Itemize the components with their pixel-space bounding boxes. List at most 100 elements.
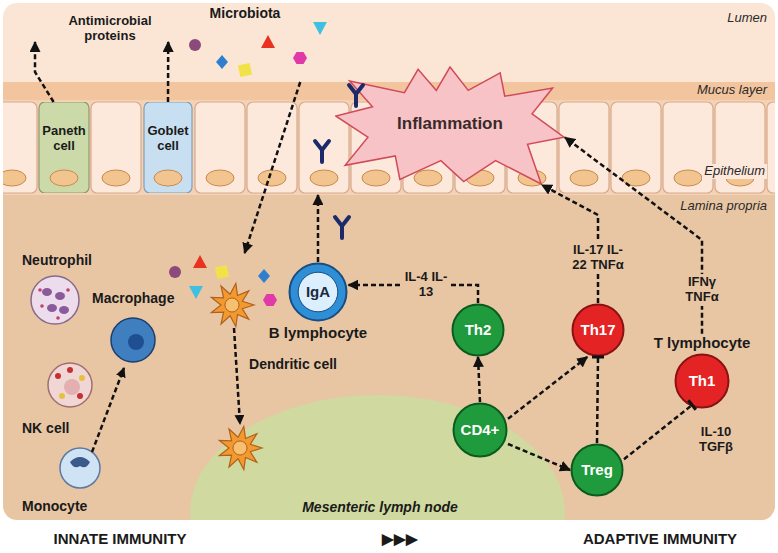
- node-label: IgA: [306, 283, 330, 300]
- progress-arrows: ▶▶▶: [382, 530, 418, 547]
- immune-cell: Th17: [571, 303, 625, 357]
- epithelial-cell: [767, 102, 775, 193]
- epithelial-cell: [663, 102, 713, 193]
- microbe-symbol: [261, 35, 275, 48]
- cell-nucleus: [414, 170, 442, 186]
- microbe-symbol: [193, 255, 207, 268]
- antibody-symbol: [315, 141, 329, 162]
- epithelial-cell: [559, 102, 609, 193]
- microbe-symbol: [189, 286, 203, 299]
- signal-arrow: [245, 82, 301, 253]
- node-label: Goblet cell: [143, 124, 193, 154]
- granule: [79, 375, 85, 381]
- immune-cell: Treg: [570, 443, 624, 497]
- microbe-symbol: [258, 269, 270, 283]
- cell-nucleus: [70, 457, 90, 467]
- epithelial-cell: [195, 102, 245, 193]
- cell-nucleus: [102, 170, 130, 186]
- monocyte-icon: [60, 448, 100, 488]
- granule: [59, 393, 65, 399]
- node-label: CD4+: [461, 421, 500, 438]
- cell-nucleus: [50, 170, 78, 186]
- cell-nucleus: [233, 441, 247, 455]
- epithelial-cell: [611, 102, 661, 193]
- cell-membrane: [454, 404, 507, 457]
- node-label: Treg: [581, 461, 613, 478]
- cell-name: Dendritic cell: [249, 356, 337, 372]
- epithelial-cell: [715, 102, 765, 193]
- cell-membrane: [453, 305, 504, 356]
- cell-nucleus: [298, 272, 338, 312]
- lymph-node-outline: [190, 395, 565, 520]
- microbe-symbol: [215, 265, 229, 279]
- cell-name: NK cell: [22, 420, 69, 436]
- cell-nucleus: [3, 170, 26, 186]
- node-label: Paneth cell: [38, 124, 90, 154]
- cell-name: Macrophage: [92, 290, 174, 306]
- inhibition-connector: [624, 405, 692, 459]
- node-label: Mesenteric lymph node: [302, 499, 458, 515]
- microbe-symbol: [293, 52, 307, 64]
- granule: [40, 304, 44, 308]
- migration-arrow: [92, 368, 124, 452]
- microbe-symbol: [169, 266, 181, 278]
- epithelial-cell: Goblet cell: [143, 102, 193, 193]
- cell-membrane: [572, 445, 623, 496]
- node-label: Th1: [689, 372, 716, 389]
- cytokine-label: IL-4 IL-13: [403, 269, 449, 301]
- cell-body: [39, 102, 89, 193]
- epithelial-cell: [91, 102, 141, 193]
- microbe-symbol: [238, 63, 252, 77]
- cell-nucleus: [225, 298, 239, 312]
- cell-membrane: [290, 264, 347, 321]
- cell-name: Monocyte: [22, 498, 87, 514]
- cell-membrane: [676, 355, 729, 408]
- callout-text: Antimicrobial proteins: [62, 14, 158, 44]
- immune-cell: IgAB lymphocyte: [268, 262, 369, 341]
- immune-cell: CD4+: [452, 402, 508, 458]
- cytokine-label: IFNγ TNFα: [678, 274, 726, 306]
- node-label: Mucus layer: [697, 83, 767, 98]
- microbe-symbol: [263, 294, 277, 306]
- epithelial-cell: Paneth cell: [38, 102, 90, 193]
- node-label: Th2: [465, 321, 492, 338]
- section-title: ADAPTIVE IMMUNITY: [583, 530, 737, 547]
- burst-outline: [336, 67, 564, 184]
- cell-nucleus: [154, 170, 182, 186]
- microbe-symbol: [189, 39, 201, 51]
- immune-cell: Th2: [451, 303, 505, 357]
- cell-nucleus: [206, 170, 234, 186]
- cell-body: [144, 102, 192, 193]
- cytokine-label: IL-10 TGFβ: [691, 424, 741, 456]
- callout-text: Microbiota: [210, 5, 281, 21]
- tissue-layer: Lamina propriaIgAB lymphocyteMesenteric …: [3, 195, 775, 520]
- cell-nucleus: [570, 170, 598, 186]
- dendritic-cell-icon: [219, 426, 262, 469]
- signal-arrow: [508, 444, 570, 470]
- cell-name: Neutrophil: [22, 252, 92, 268]
- signal-arrow: [167, 42, 170, 102]
- granule: [66, 288, 70, 292]
- macrophage-icon: [111, 318, 155, 362]
- signal-arrow: [508, 357, 587, 419]
- node-label: Th17: [580, 321, 615, 338]
- nucleus-lobe: [55, 292, 65, 300]
- antibody-symbol: [349, 85, 363, 106]
- cell-nucleus: [310, 170, 338, 186]
- granule: [56, 316, 60, 320]
- cytokine-label: IL-17 IL-22 TNFα: [572, 242, 624, 274]
- section-title: INNATE IMMUNITY: [53, 530, 186, 547]
- cell-nucleus: [674, 170, 702, 186]
- granule: [38, 288, 42, 292]
- cell-nucleus: [128, 334, 144, 350]
- signal-arrow: [35, 42, 54, 102]
- node-label: Lumen: [727, 11, 767, 26]
- signal-arrow: [317, 195, 320, 262]
- inhibition-connector: [597, 357, 598, 443]
- node-heading: T lymphocyte: [654, 334, 751, 351]
- cell-nucleus: [64, 379, 80, 395]
- signal-arrow: [478, 357, 480, 402]
- cell-nucleus: [258, 170, 286, 186]
- antibody-symbol: [335, 217, 349, 238]
